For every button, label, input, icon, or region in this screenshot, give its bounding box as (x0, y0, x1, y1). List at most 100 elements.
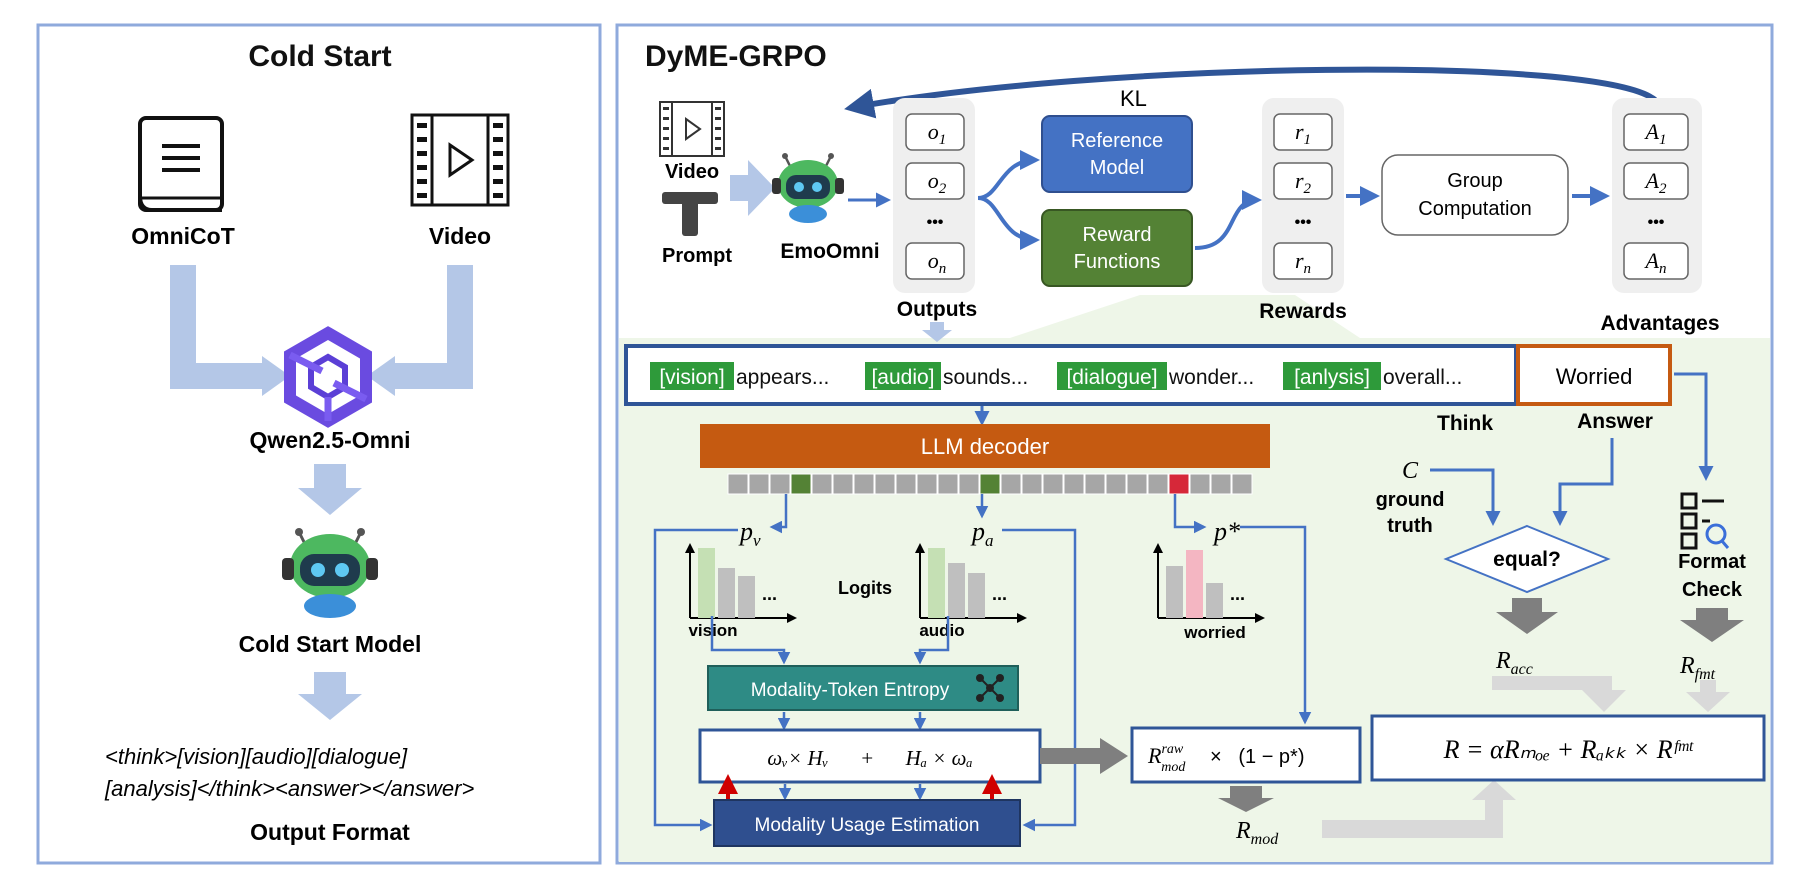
cold-start-model-label: Cold Start Model (239, 631, 422, 657)
token-cell (874, 473, 896, 495)
svg-text:Reward: Reward (1083, 224, 1152, 246)
svg-text:rn: rn (1295, 248, 1311, 277)
connector (1674, 372, 1714, 481)
svg-text:o1: o1 (928, 119, 947, 148)
token-cell (1231, 473, 1253, 495)
logit-charts: ......... (685, 543, 1265, 623)
connector (1194, 190, 1262, 250)
think-text-vision: appears... (736, 366, 829, 389)
reward-r1: r1 (1273, 113, 1333, 151)
llm-decoder-box: LLM decoder (700, 424, 1270, 468)
connector (710, 616, 791, 665)
final-reward-box: R = αRₘₒₑ + Rₐₖₖ × Rᶠᵐᵗ (1370, 714, 1766, 782)
audio-logit-chart: ... (915, 543, 1027, 623)
connector (1002, 528, 1077, 832)
ground-truth-line1: ground (1376, 489, 1445, 511)
connector (1430, 468, 1501, 526)
group-computation-box: Group Computation (1381, 154, 1569, 236)
cold-start-title: Cold Start (248, 40, 391, 73)
think-content: [vision] appears... [audio] sounds... [d… (650, 362, 1462, 390)
logit-bar (968, 573, 985, 618)
p-v-label: pv (738, 517, 761, 550)
svg-text:[vision]: [vision] (659, 366, 724, 389)
equal-diamond: equal? (1443, 524, 1611, 594)
connector (977, 150, 1040, 200)
think-text-analysis: overall... (1383, 366, 1462, 389)
token-cell (853, 473, 875, 495)
connector (913, 616, 950, 665)
input-to-emo-arrow (730, 160, 775, 216)
svg-text:LLM decoder: LLM decoder (921, 434, 1049, 459)
logit-bar (698, 548, 715, 618)
svg-text:Reference: Reference (1071, 130, 1163, 152)
token-cell (769, 473, 791, 495)
token-cell (1105, 473, 1127, 495)
output-on: on (905, 242, 965, 280)
arrowhead (262, 356, 290, 396)
logit-bar (928, 548, 945, 618)
format-check-line1: Format (1678, 551, 1746, 573)
think-text-dialogue: wonder... (1168, 366, 1254, 389)
advantages-caption: Advantages (1600, 312, 1719, 335)
svg-text:Modality-Token Entropy: Modality-Token Entropy (751, 680, 950, 701)
c-label: C (1402, 458, 1419, 484)
svg-text:on: on (928, 248, 947, 277)
svg-text:A1: A1 (1644, 119, 1667, 148)
token-cell (937, 473, 959, 495)
svg-text:A2: A2 (1644, 168, 1667, 197)
output-o1: o1 (905, 113, 965, 151)
token-cell (1063, 473, 1085, 495)
svg-text:R = αRₘₒₑ + Rₐₖₖ × Rᶠᵐᵗ: R = αRₘₒₑ + Rₐₖₖ × Rᶠᵐᵗ (1443, 735, 1694, 764)
token-strip (727, 473, 1253, 495)
svg-text:[anlysis]: [anlysis] (1294, 366, 1370, 389)
token-cell (1042, 473, 1064, 495)
answer-label: Answer (1577, 410, 1653, 433)
advantage-a1: A1 (1623, 113, 1689, 151)
outputs-caption: Outputs (897, 298, 977, 321)
emoomni-label: EmoOmni (780, 240, 879, 263)
graph-network-icon (976, 674, 1004, 702)
connector (977, 196, 1040, 250)
reward-functions-box: Reward Functions (1041, 209, 1193, 287)
p-star-label: p* (1212, 517, 1240, 546)
connector (1173, 494, 1207, 534)
token-cell (979, 473, 1001, 495)
dyme-video-label: Video (665, 161, 719, 183)
worried-axis-label: worried (1183, 623, 1245, 642)
reference-model-box: Reference Model (1041, 115, 1193, 193)
omnicot-to-qwen-arrow (170, 265, 262, 389)
tag-analysis (1283, 362, 1381, 390)
tag-audio (865, 362, 941, 390)
logit-ellipsis: ... (762, 584, 777, 604)
logit-bar (1206, 583, 1223, 618)
tag-dialogue (1057, 362, 1167, 390)
token-cell (1084, 473, 1106, 495)
prompt-label: Prompt (662, 245, 732, 267)
svg-text:Functions: Functions (1074, 251, 1161, 273)
omnicot-label: OmniCoT (131, 223, 235, 249)
output-o2: o2 (905, 162, 965, 200)
advantages-ellipsis: ••• (1648, 214, 1665, 231)
outputs-to-think-arrow (922, 322, 952, 342)
format-check-line2: Check (1682, 579, 1743, 601)
svg-text:An: An (1644, 248, 1667, 277)
svg-text:Model: Model (1090, 157, 1144, 179)
svg-text:Group: Group (1447, 170, 1503, 192)
emoomni-robot-icon (772, 153, 844, 223)
r-mod-label: Rmod (1235, 818, 1279, 848)
token-cell (916, 473, 938, 495)
logits-label: Logits (838, 578, 892, 598)
qwen-to-model-arrow (298, 464, 362, 515)
entropy-formula-box: ωᵥ× Hᵥ + Hₐ × ωₐ (698, 728, 1042, 784)
svg-text:ωᵥ× Hᵥ + Hₐ × ωₐ: ωᵥ× Hᵥ + Hₐ × ωₐ (767, 746, 972, 770)
reward-r2: r2 (1273, 162, 1333, 200)
equal-to-racc-arrow (1496, 598, 1558, 634)
token-cell (748, 473, 770, 495)
kl-feedback-arrow (844, 66, 1657, 119)
token-cell (811, 473, 833, 495)
audio-axis-label: audio (919, 621, 964, 640)
rewards-ellipsis: ••• (1295, 214, 1312, 231)
book-icon (138, 116, 224, 212)
